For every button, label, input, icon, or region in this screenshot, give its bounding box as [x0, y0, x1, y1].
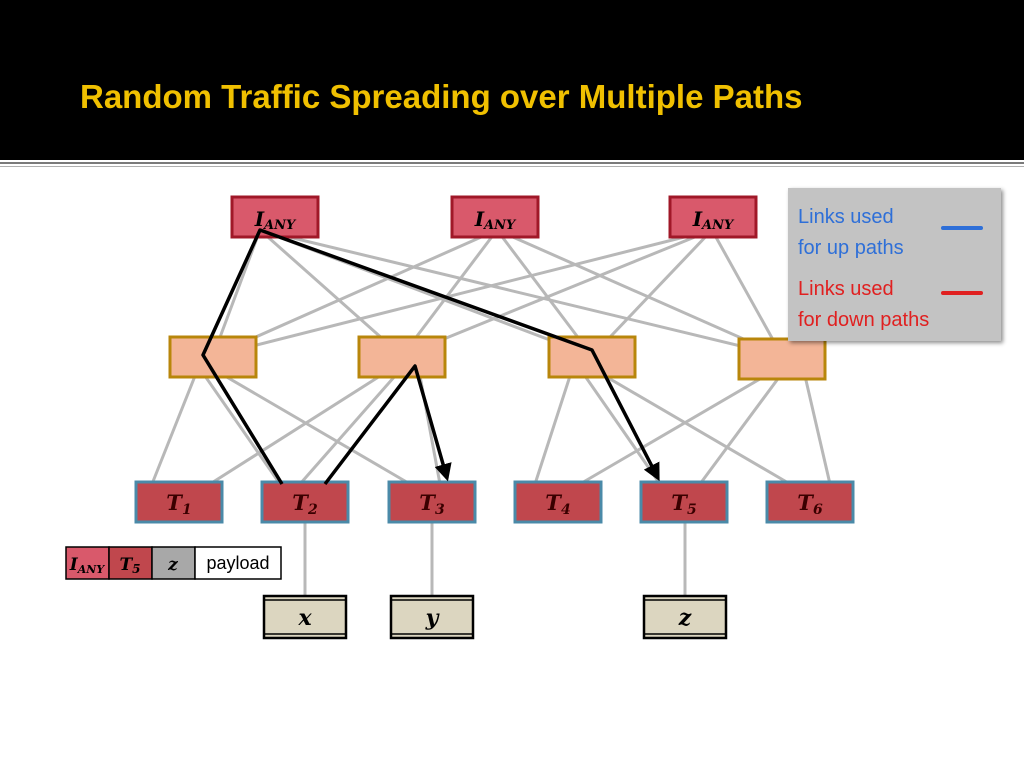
intermediate-label: IANY: [692, 207, 735, 233]
packet-header: IANY T5 z payload: [65, 546, 282, 580]
tor-switch: T3: [387, 480, 477, 524]
link: [710, 229, 784, 357]
host: y: [389, 594, 475, 640]
host-label: z: [678, 605, 692, 631]
tor-label: T6: [797, 490, 823, 518]
title-bar: [0, 0, 1024, 160]
link: [496, 228, 783, 358]
host: z: [642, 594, 728, 640]
path-up-down-via-i1: [201, 228, 660, 485]
link: [400, 229, 499, 357]
tor-label: T4: [545, 490, 570, 518]
link: [212, 228, 498, 358]
tor-switch-box: [387, 480, 477, 524]
tor-label: T5: [671, 490, 696, 518]
link: [495, 229, 594, 357]
tor-switch-box: [260, 480, 350, 524]
host-box: [262, 594, 348, 640]
link: [579, 374, 766, 486]
link: [803, 375, 832, 485]
host-box: [389, 594, 475, 640]
tor-switch-box: [639, 480, 729, 524]
packet-field-payload: [194, 546, 282, 580]
title-divider-thin: [0, 166, 1024, 167]
host: x: [262, 594, 348, 640]
legend-up-swatch: [941, 226, 983, 230]
tor-switch: T2: [260, 480, 350, 524]
link: [209, 374, 381, 486]
link: [604, 374, 791, 486]
link: [590, 228, 714, 358]
intermediate-label: IANY: [474, 207, 517, 233]
link: [298, 375, 397, 485]
core-links: [211, 228, 784, 358]
intermediate-switch: IANY: [668, 195, 758, 239]
link: [583, 375, 662, 485]
title-divider: [0, 162, 1024, 164]
packet-field-payload-label: payload: [206, 553, 269, 573]
link: [212, 228, 713, 358]
tor-switch: T4: [513, 480, 603, 524]
packet-field-host-label: z: [167, 555, 178, 575]
link: [401, 228, 713, 358]
legend-up-text: Links used for up paths: [798, 202, 904, 264]
link: [259, 228, 783, 358]
aggregate-switch: [737, 337, 827, 381]
legend-down-line1: Links used: [798, 278, 894, 300]
aggregate-switch: [547, 335, 637, 379]
tor-label: T3: [419, 490, 445, 518]
tor-switch-box: [513, 480, 603, 524]
host-label: x: [297, 605, 312, 631]
tor-switch: T5: [639, 480, 729, 524]
intermediate-switch: IANY: [230, 195, 320, 239]
legend-up-line1: Links used: [798, 206, 894, 228]
link: [203, 375, 282, 485]
legend-panel: Links used for up paths Links used for d…: [788, 188, 1001, 341]
aggregate-switch: [357, 335, 447, 379]
link: [224, 374, 411, 486]
legend-up-line2: for up paths: [798, 237, 904, 259]
link: [259, 228, 403, 358]
intermediate-switch-box: [450, 195, 540, 239]
legend-down-text: Links used for down paths: [798, 274, 929, 336]
legend-down-line2: for down paths: [798, 309, 930, 331]
path-via-aggregate: [323, 364, 452, 486]
intermediate-label: IANY: [254, 207, 297, 233]
tor-switch-box: [134, 480, 224, 524]
tor-label: T2: [292, 490, 318, 518]
tor-switch-box: [765, 480, 855, 524]
host-label: y: [425, 605, 441, 631]
tor-label: T1: [166, 490, 191, 518]
intermediate-switch: IANY: [450, 195, 540, 239]
host-links: [303, 521, 687, 596]
packet-field-intermediate-label: IANY: [69, 555, 106, 576]
link: [698, 375, 782, 485]
intermediate-switch-box: [668, 195, 758, 239]
link: [533, 375, 572, 485]
link: [150, 375, 197, 485]
aggregate-links: [150, 374, 832, 486]
host-box: [642, 594, 728, 640]
tor-switch: T1: [134, 480, 224, 524]
traffic-paths: [201, 228, 660, 486]
tor-switch: T6: [765, 480, 855, 524]
packet-field-tor: [108, 546, 153, 580]
slide-title: Random Traffic Spreading over Multiple P…: [80, 78, 803, 115]
packet-field-tor-label: T5: [119, 555, 140, 576]
legend-down-swatch: [941, 291, 983, 295]
